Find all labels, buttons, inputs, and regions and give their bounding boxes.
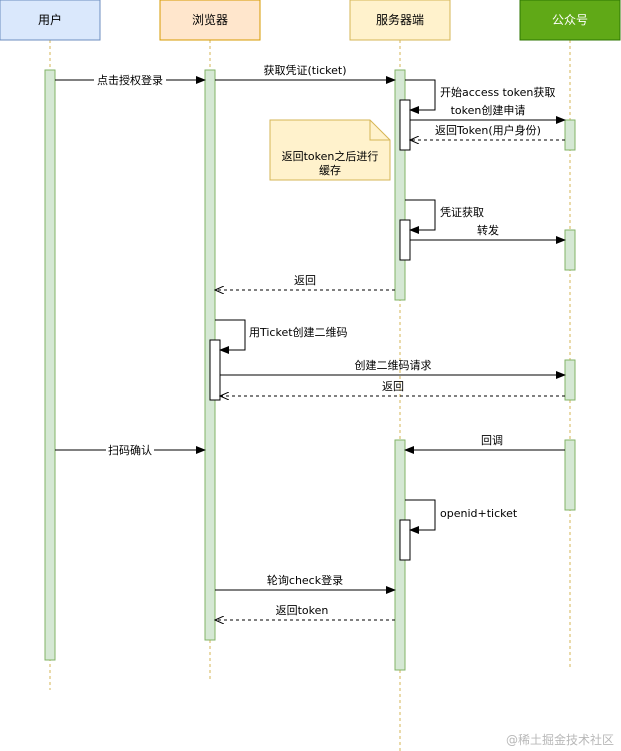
note-cache: 返回token之后进行 缓存 <box>269 119 391 181</box>
message-openid-ticket: openid+ticket <box>405 499 518 534</box>
note-line-1: 返回token之后进行 <box>282 149 379 163</box>
message-label: 返回 <box>294 274 316 287</box>
participant-browser: 浏览器 <box>159 0 261 41</box>
message-label: 返回token <box>276 604 329 617</box>
message-label: 开始access token获取 <box>440 85 555 99</box>
message-scan-confirm: 扫码确认 <box>55 443 206 457</box>
message-get-ticket: 获取凭证(ticket) <box>215 63 396 84</box>
participant-server-label: 服务器端 <box>376 12 424 27</box>
activation-official-3 <box>564 359 576 401</box>
message-token-create-request: token创建申请 <box>410 103 566 124</box>
message-label: 回调 <box>481 434 503 447</box>
activation-user <box>44 69 56 661</box>
message-label: 返回Token(用户身份) <box>435 123 541 137</box>
message-label: token创建申请 <box>451 103 526 117</box>
activation-official-4 <box>564 439 576 511</box>
message-label: 获取凭证(ticket) <box>263 63 346 77</box>
message-return-2: 返回 <box>220 380 565 396</box>
message-label: 创建二维码请求 <box>355 358 432 372</box>
message-click-auth-login: 点击授权登录 <box>55 73 206 87</box>
message-return-1: 返回 <box>215 274 395 290</box>
message-return-token-identity: 返回Token(用户身份) <box>410 123 565 140</box>
message-return-token: 返回token <box>215 604 395 620</box>
participant-official-label: 公众号 <box>552 13 588 27</box>
message-callback: 回调 <box>404 434 565 454</box>
participant-user: 用户 <box>0 0 101 41</box>
note-line-2: 缓存 <box>319 163 341 177</box>
activation-browser-qr <box>209 339 221 401</box>
message-label: 返回 <box>382 380 404 393</box>
participant-user-label: 用户 <box>38 12 62 27</box>
message-label: 扫码确认 <box>108 444 152 457</box>
activation-official-1 <box>564 119 576 151</box>
activation-server-1 <box>394 69 406 301</box>
message-create-qr-with-ticket: 用Ticket创建二维码 <box>215 319 348 354</box>
participant-server: 服务器端 <box>349 0 451 41</box>
message-label: 凭证获取 <box>440 205 484 219</box>
activation-server-token <box>399 99 411 151</box>
message-ticket-fetch: 凭证获取 <box>405 199 484 234</box>
message-label: 点击授权登录 <box>97 73 163 87</box>
message-label: 轮询check登录 <box>267 573 343 587</box>
watermark: @稀土掘金技术社区 <box>506 732 614 747</box>
message-poll-check-login: 轮询check登录 <box>215 573 396 594</box>
participant-browser-label: 浏览器 <box>192 12 228 27</box>
message-label: 用Ticket创建二维码 <box>249 325 348 339</box>
message-start-access-token: 开始access token获取 <box>405 79 555 114</box>
message-forward: 转发 <box>410 223 566 244</box>
activation-official-2 <box>564 229 576 271</box>
message-create-qr-request: 创建二维码请求 <box>220 358 566 379</box>
message-label: 转发 <box>477 223 499 237</box>
activation-server-ticket <box>399 219 411 261</box>
activation-server-openid <box>399 519 411 561</box>
message-label: openid+ticket <box>440 507 518 520</box>
participant-official: 公众号 <box>519 0 621 41</box>
